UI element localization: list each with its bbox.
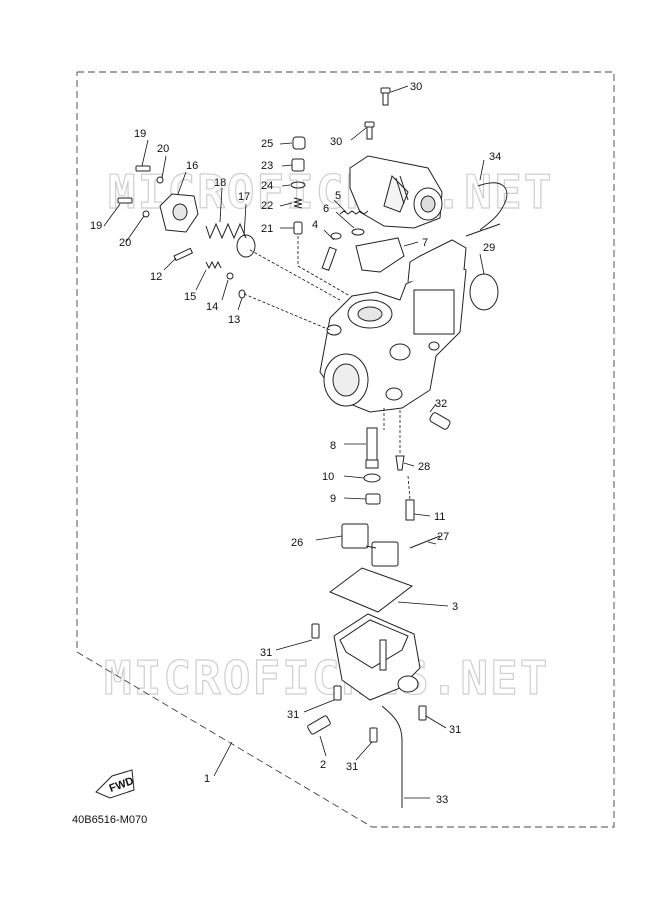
callout-23: 23 (261, 160, 273, 172)
jet-11 (405, 499, 415, 521)
carburetor-parts: FWD (95, 87, 508, 808)
callout-31-d: 31 (346, 761, 358, 773)
callout-12: 12 (150, 271, 162, 283)
gasket-3 (329, 567, 414, 613)
screw-30-top (380, 87, 391, 106)
callout-4: 4 (312, 219, 318, 231)
cap-25 (292, 136, 306, 150)
washer-20-lower (142, 210, 150, 218)
callout-17: 17 (238, 191, 250, 203)
leader-lines (103, 85, 485, 799)
main-jet-9 (365, 493, 381, 505)
pin-27 (409, 535, 441, 549)
callout-19-upper: 19 (134, 128, 146, 140)
o-ring-10 (363, 473, 381, 483)
callout-30-second: 30 (330, 136, 342, 148)
callout-7: 7 (422, 237, 428, 249)
screw-31-a (311, 623, 320, 639)
callout-30-top: 30 (410, 81, 422, 93)
cable-34 (477, 182, 508, 231)
screw-30-second (364, 121, 375, 140)
callout-19-lower: 19 (90, 220, 102, 232)
callout-24: 24 (261, 180, 273, 192)
o-ring-24 (290, 181, 306, 189)
spring-18 (205, 222, 247, 240)
cable-rod (465, 223, 501, 237)
callout-10: 10 (322, 471, 334, 483)
gasket-7 (355, 237, 405, 273)
screw-31-b (333, 685, 342, 701)
callout-15: 15 (184, 291, 196, 303)
callout-21: 21 (261, 223, 273, 235)
callout-numbers: 30 30 34 19 20 16 18 17 19 20 25 23 24 2… (90, 81, 501, 806)
callout-13: 13 (228, 314, 240, 326)
callout-31-a: 31 (260, 647, 272, 659)
callout-16: 16 (186, 160, 198, 172)
screw-19-lower (117, 197, 133, 204)
screw-19-upper (135, 165, 151, 172)
throttle-cover (349, 155, 443, 229)
callout-1: 1 (204, 773, 210, 785)
callout-18: 18 (214, 177, 226, 189)
callout-31-c: 31 (449, 724, 461, 736)
o-ring-29 (469, 273, 499, 311)
assembly-boundary (76, 71, 615, 828)
fwd-arrow-icon: FWD (95, 769, 135, 799)
washer-14 (226, 272, 234, 280)
plug-32 (429, 412, 451, 430)
needle-28 (395, 455, 405, 471)
spring-15 (205, 260, 222, 270)
drain-screw-2 (307, 715, 331, 735)
callout-33: 33 (436, 794, 448, 806)
spring-5 (339, 210, 369, 215)
washer-6 (351, 228, 365, 236)
spring-22 (293, 197, 303, 209)
callout-20-upper: 20 (157, 143, 169, 155)
callout-28: 28 (418, 461, 430, 473)
screw-31-c (418, 705, 427, 721)
fitting-23 (291, 158, 305, 172)
callout-6: 6 (323, 203, 329, 215)
diaphragm-17 (236, 234, 256, 258)
callout-32: 32 (435, 398, 447, 410)
needle-21 (293, 221, 303, 235)
callout-5: 5 (335, 190, 341, 202)
carburetor-body (319, 239, 467, 413)
float-bowl (333, 613, 421, 701)
float-26 (341, 523, 399, 567)
screw-12 (173, 247, 194, 262)
cover-16 (159, 193, 199, 233)
callout-26: 26 (291, 537, 303, 549)
drain-tube-33 (381, 705, 403, 808)
callout-29: 29 (483, 242, 495, 254)
callout-2: 2 (320, 759, 326, 771)
screw-31-d (369, 727, 378, 743)
callout-31-b: 31 (287, 709, 299, 721)
watermark-bottom: MICROFICHES.NET (104, 651, 549, 705)
callout-9: 9 (330, 493, 336, 505)
callout-27: 27 (437, 531, 449, 543)
callout-25: 25 (261, 138, 273, 150)
washer-20-upper (156, 176, 164, 184)
jet-8 (365, 427, 379, 469)
callout-3: 3 (452, 601, 458, 613)
callout-14: 14 (206, 301, 218, 313)
callout-22: 22 (261, 200, 273, 212)
callout-34: 34 (489, 151, 501, 163)
callout-20-lower: 20 (119, 237, 131, 249)
callout-11: 11 (434, 511, 445, 523)
callout-8: 8 (330, 440, 336, 452)
drawing-code: 40B6516-M070 (72, 814, 147, 826)
plunger-4 (321, 232, 342, 271)
